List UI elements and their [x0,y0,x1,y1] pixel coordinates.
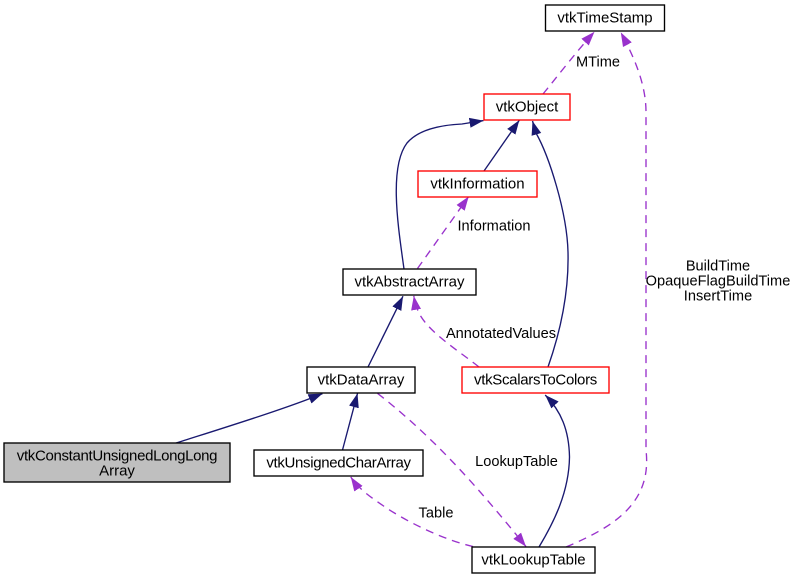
svg-text:OpaqueFlagBuildTime: OpaqueFlagBuildTime [646,274,791,290]
svg-text:vtkObject: vtkObject [496,98,559,115]
svg-text:vtkConstantUnsignedLongLong: vtkConstantUnsignedLongLong [17,448,217,465]
svg-text:Array: Array [99,463,135,480]
svg-text:BuildTime: BuildTime [686,259,750,275]
svg-text:Table: Table [419,506,454,522]
svg-text:vtkScalarsToColors: vtkScalarsToColors [474,371,597,388]
svg-text:vtkInformation: vtkInformation [430,175,524,192]
svg-text:InsertTime: InsertTime [684,289,752,305]
svg-text:vtkLookupTable: vtkLookupTable [481,551,585,568]
svg-text:Information: Information [457,219,530,235]
svg-text:vtkDataArray: vtkDataArray [318,371,405,388]
svg-text:AnnotatedValues: AnnotatedValues [446,326,556,342]
svg-text:MTime: MTime [576,55,620,71]
svg-text:vtkUnsignedCharArray: vtkUnsignedCharArray [266,454,411,471]
svg-text:vtkTimeStamp: vtkTimeStamp [557,9,652,26]
svg-text:vtkAbstractArray: vtkAbstractArray [354,273,465,290]
svg-text:LookupTable: LookupTable [475,454,558,470]
